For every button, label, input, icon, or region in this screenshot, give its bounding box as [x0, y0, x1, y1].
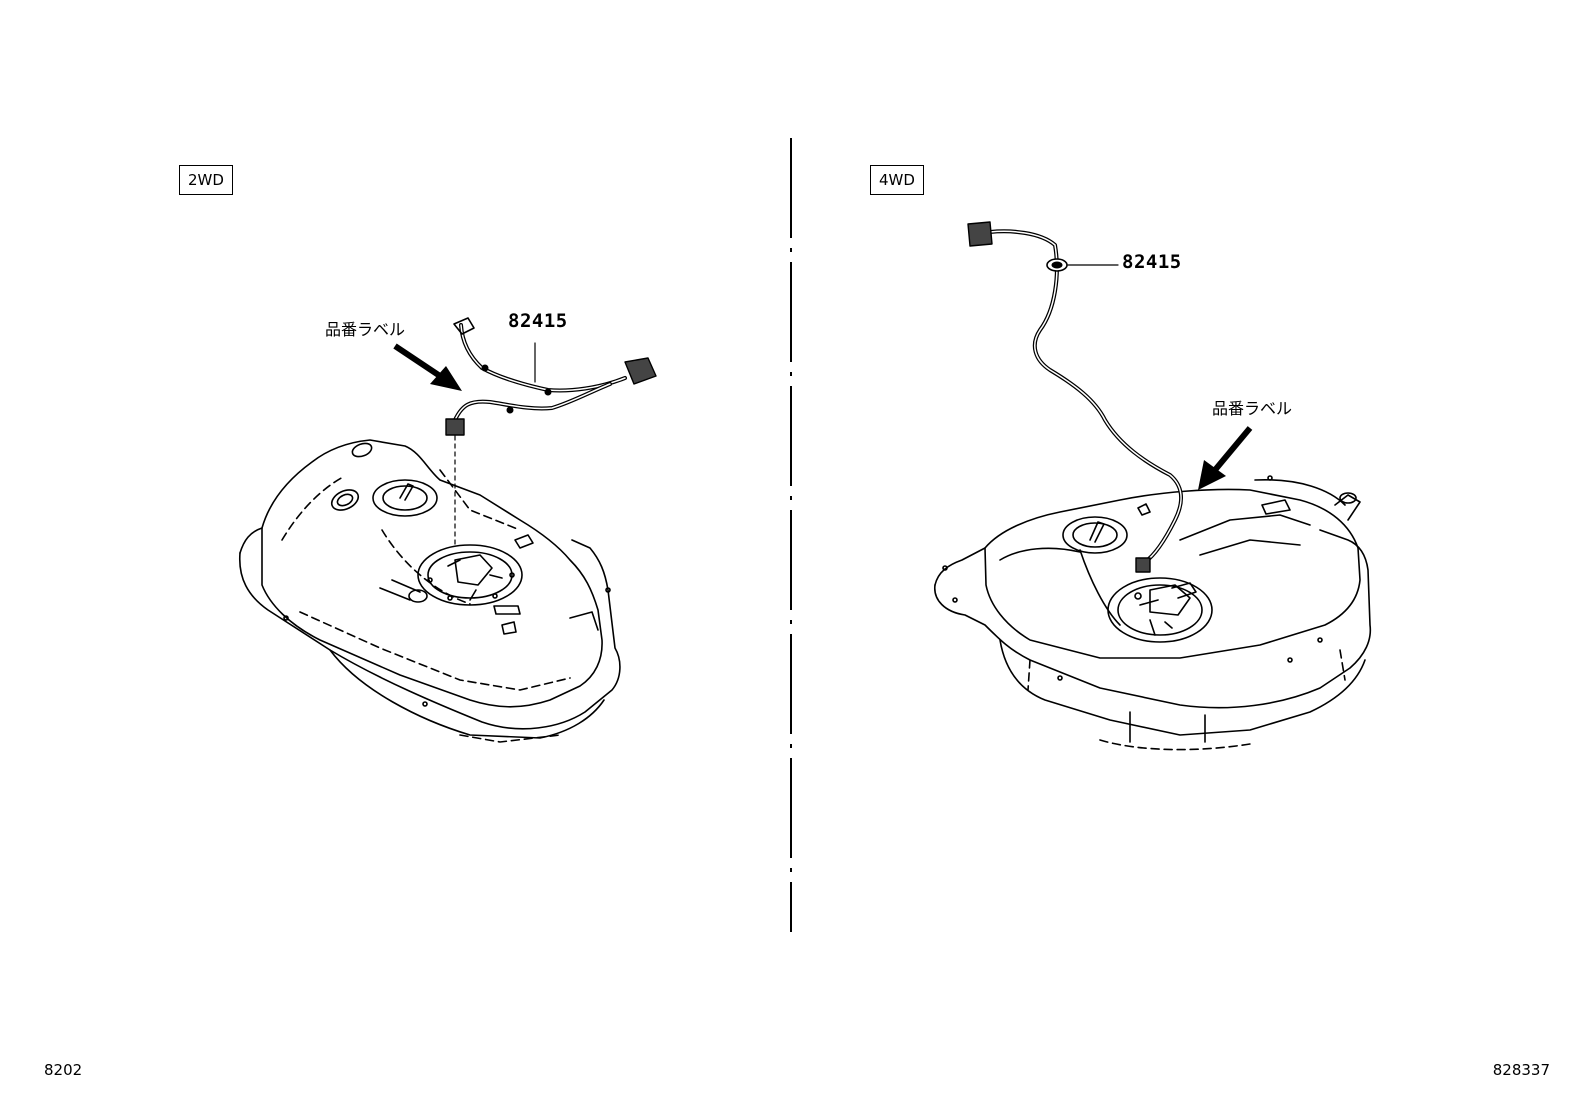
part-label-callout-4wd: 品番ラベル	[1212, 399, 1293, 418]
part-label-callout-2wd: 品番ラベル	[325, 320, 406, 339]
footer-code-left: 8202	[44, 1061, 83, 1079]
fuel-tank-2wd	[238, 439, 621, 743]
part-number-4wd: 82415	[1122, 251, 1182, 273]
fuel-tank-4wd	[934, 475, 1372, 751]
footer-code-right: 828337	[1492, 1061, 1550, 1079]
arrow-4wd	[1198, 426, 1253, 490]
arrow-2wd	[393, 343, 462, 391]
part-number-2wd: 82415	[508, 310, 568, 332]
variant-label-4wd: 4WD	[870, 165, 924, 195]
wire-harness-4wd	[967, 221, 1183, 573]
variant-label-2wd: 2WD	[179, 165, 233, 195]
wire-harness-2wd	[445, 317, 657, 546]
